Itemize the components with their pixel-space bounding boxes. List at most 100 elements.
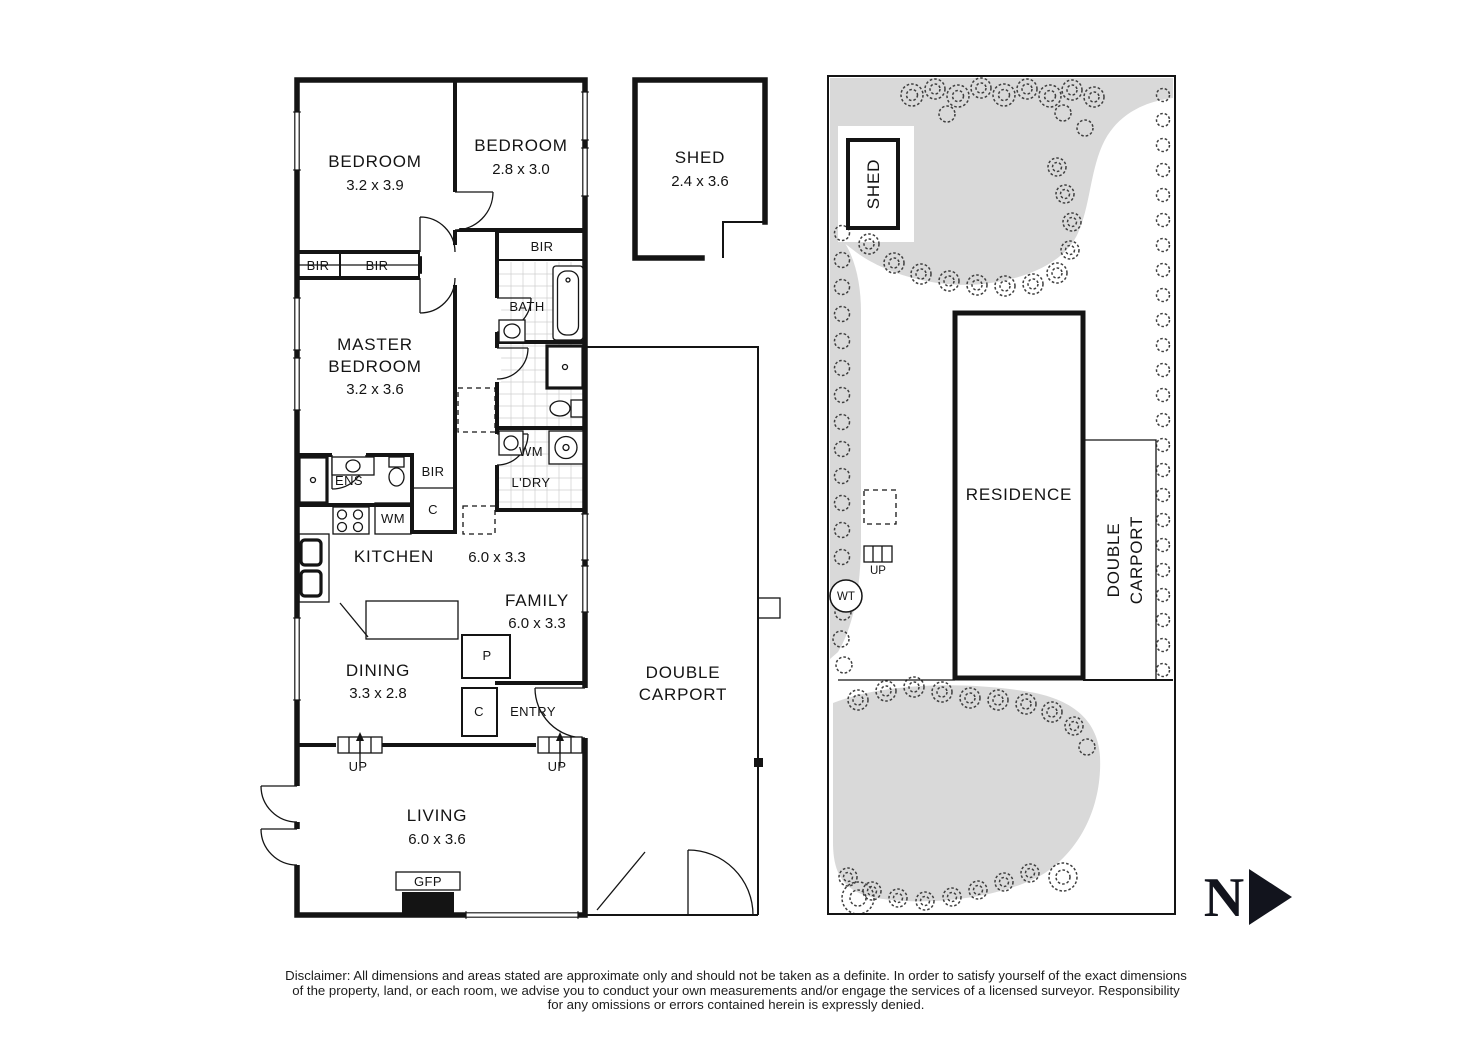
tree-icon <box>966 274 988 296</box>
kitchen-bench <box>298 533 330 603</box>
family-dims-label: 6.0 x 3.3 <box>508 615 566 632</box>
pantry-label: P <box>482 648 491 663</box>
water-tank-icon <box>829 579 863 613</box>
tree-icon <box>924 78 946 100</box>
tree-icon <box>1155 187 1171 203</box>
tree-icon <box>1083 86 1105 108</box>
water-tank-label: WT <box>837 591 855 603</box>
tree-icon <box>833 332 851 350</box>
fireplace-gfp-icon <box>402 892 454 913</box>
tree-icon <box>1016 78 1038 100</box>
kitchen-name-label: KITCHEN <box>354 547 434 566</box>
bir2-label: BIR <box>366 258 389 273</box>
tree-icon <box>1155 562 1171 578</box>
kitchen-sink-icon <box>299 538 323 567</box>
living-dims-label: 6.0 x 3.6 <box>408 831 466 848</box>
tree-icon <box>1155 462 1171 478</box>
up2-label: UP <box>548 759 567 774</box>
tree-icon <box>938 270 960 292</box>
tree-icon <box>931 681 953 703</box>
pantry-closet <box>461 634 511 679</box>
up1-label: UP <box>349 759 368 774</box>
tree-icon <box>1155 612 1171 628</box>
tree-icon <box>1155 637 1171 653</box>
site-structures <box>827 75 1176 915</box>
tree-icon <box>875 680 897 702</box>
entry-closet <box>461 687 498 737</box>
tree-icon <box>910 263 932 285</box>
tree-icon <box>833 548 851 566</box>
carport-structure <box>585 346 781 916</box>
tree-icon <box>1155 137 1171 153</box>
tree-icon <box>994 872 1014 892</box>
tree-icon <box>1038 84 1062 108</box>
bedroom2-name-label: BEDROOM <box>474 136 567 155</box>
tree-icon <box>946 84 970 108</box>
tree-icon <box>833 413 851 431</box>
bath-label: BATH <box>509 299 544 314</box>
tree-icon <box>1155 512 1171 528</box>
tree-icon <box>833 278 851 296</box>
north-letter: N <box>1204 867 1244 929</box>
wm1-label: WM <box>381 511 405 526</box>
tree-icon <box>994 275 1016 297</box>
tree-icon <box>858 233 880 255</box>
island-bench <box>365 600 459 640</box>
ensuite-shower-icon <box>297 455 329 505</box>
tree-icon <box>1155 662 1171 678</box>
tree-icon <box>1064 716 1084 736</box>
tree-icon <box>915 891 935 911</box>
north-arrow-icon <box>1249 869 1292 925</box>
disclaimer-line-3: for any omissions or errors contained he… <box>547 997 925 1013</box>
site-boundary <box>827 75 1176 915</box>
tree-icon <box>1155 162 1171 178</box>
tree-icon <box>942 887 962 907</box>
residence-outline <box>952 310 1086 681</box>
fixtures <box>297 265 585 913</box>
disclaimer: Disclaimer: All dimensions and areas sta… <box>0 968 1472 1013</box>
site-labels: SHED RESIDENCE DOUBLE CARPORT WT UP <box>837 159 1146 604</box>
carport-line2-label: CARPORT <box>639 685 727 704</box>
kitchen-dims-label: 6.0 x 3.3 <box>468 549 526 566</box>
tree-icon <box>833 494 851 512</box>
tree-icon <box>1046 262 1068 284</box>
tree-icon <box>992 83 1016 107</box>
tree-icon <box>1155 87 1171 103</box>
stairs <box>337 732 583 766</box>
site-plan: SHED RESIDENCE DOUBLE CARPORT WT UP <box>827 75 1176 915</box>
tree-icon <box>1155 387 1171 403</box>
tree-icon <box>903 676 925 698</box>
window-openings <box>293 91 589 919</box>
bir1-label: BIR <box>307 258 330 273</box>
bir3-label: BIR <box>531 239 554 254</box>
disclaimer-line-2: of the property, land, or each room, we … <box>292 982 1180 998</box>
tree-icon <box>1155 412 1171 428</box>
tree-icon <box>1015 693 1037 715</box>
tree-icon <box>1022 273 1044 295</box>
laundry-trough-icon <box>498 430 524 456</box>
tree-icon <box>1155 212 1171 228</box>
tree-icon <box>883 252 905 274</box>
tree-icon <box>833 467 851 485</box>
family-name-label: FAMILY <box>505 591 569 610</box>
tree-icon <box>833 251 851 269</box>
shed-dims-label: 2.4 x 3.6 <box>671 173 729 190</box>
skylight-dashed-box <box>462 505 496 535</box>
wm2-label: WM <box>519 444 543 459</box>
toilet-icon <box>570 399 584 418</box>
dining-dims-label: 3.3 x 2.8 <box>349 685 407 702</box>
tree-icon <box>833 305 851 323</box>
tree-icon <box>1155 287 1171 303</box>
tree-icon <box>833 521 851 539</box>
tree-icon <box>838 867 858 887</box>
tree-icon <box>1076 119 1094 137</box>
tree-icon <box>1055 184 1075 204</box>
dining-name-label: DINING <box>346 661 410 680</box>
floor-plan: BEDROOM 3.2 x 3.9 BEDROOM 2.8 x 3.0 SHED… <box>260 77 781 919</box>
site-shed-label: SHED <box>864 159 883 209</box>
tree-icon <box>1155 587 1171 603</box>
tree-icon <box>1048 862 1078 892</box>
gfp-label: GFP <box>414 874 442 889</box>
